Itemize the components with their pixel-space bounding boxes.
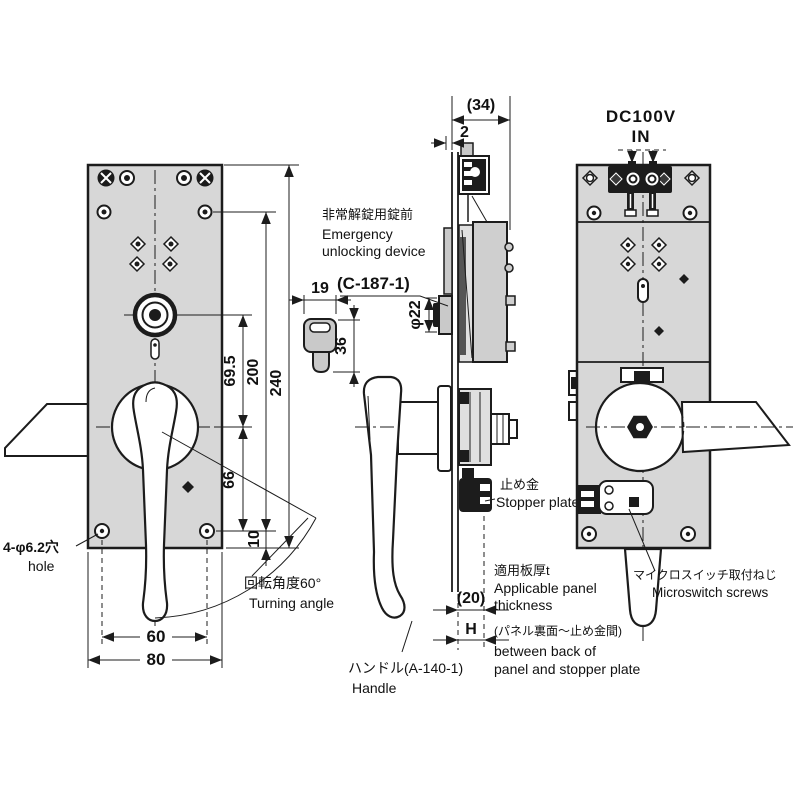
dim-20: (20)	[457, 590, 485, 607]
handle-grip-front	[132, 381, 178, 623]
between-jp: (パネル裏面〜止め金間)	[494, 623, 622, 638]
dim-phi22: φ22	[407, 300, 424, 329]
dim-H: H	[465, 621, 477, 638]
stop-pin	[182, 481, 194, 493]
back-view-callouts: DC100V IN マイクロスイッチ取付ねじ Microswitch screw…	[606, 107, 777, 600]
small-holes	[128, 235, 180, 273]
handle-neck-side	[397, 401, 439, 455]
stopper-en: Stopper plate	[496, 494, 579, 510]
keyhole-slot	[150, 338, 160, 360]
lock-cylinder-front	[132, 292, 178, 338]
microswitch-jp: マイクロスイッチ取付ねじ	[633, 568, 777, 582]
emergency-jp: 非常解錠用錠前	[322, 207, 413, 222]
dim-69-5: 69.5	[222, 355, 239, 386]
panel-thickness-en2: thickness	[494, 597, 552, 613]
dim-240: 240	[268, 370, 285, 397]
handle-grip-back	[623, 547, 663, 628]
dim-36: 36	[333, 337, 350, 355]
emergency-en1: Emergency	[322, 226, 393, 242]
turning-angle-en: Turning angle	[249, 595, 334, 611]
dim-19: 19	[311, 280, 329, 297]
panel-thickness-jp: 適用板厚t	[494, 563, 550, 578]
key-icon	[303, 318, 337, 374]
dim-200: 200	[245, 359, 262, 386]
front-flange-side	[437, 385, 452, 472]
side-view-dimensions: (34) 2 非常解錠用錠前 Emergency unlocking devic…	[289, 96, 641, 696]
stopper-plate-side	[459, 468, 492, 512]
rear-unit-box	[472, 221, 508, 363]
dim-2: 2	[460, 124, 469, 141]
side-view	[355, 142, 518, 619]
turning-angle-jp: 回転角度60°	[244, 575, 321, 591]
handle-callout-jp: ハンドル(A-140-1)	[348, 660, 463, 676]
hole-callout-jp: 4-φ6.2穴	[3, 539, 59, 555]
emergency-en2: unlocking device	[322, 243, 426, 259]
mounting-screws-top	[97, 169, 214, 187]
emergency-code: (C-187-1)	[337, 274, 410, 293]
power-label: DC100V	[606, 107, 676, 126]
front-view-dimensions: 69.5 66 200 10 240 60 80 4-φ6.2穴 hole	[3, 164, 334, 669]
handle-callout-en: Handle	[352, 680, 397, 696]
microswitch	[577, 480, 654, 515]
dim-66: 66	[221, 471, 238, 489]
dim-60: 60	[147, 627, 166, 646]
between-en2: panel and stopper plate	[494, 661, 641, 677]
back-small-holes	[619, 236, 689, 336]
handle-side	[362, 375, 406, 619]
hole-callout-en: hole	[28, 558, 55, 574]
emergency-cylinder-side	[438, 295, 453, 335]
stopper-jp: 止め金	[500, 477, 539, 492]
power-in-label: IN	[632, 127, 651, 146]
between-en1: between back of	[494, 643, 596, 659]
panel-thickness-en1: Applicable panel	[494, 580, 597, 596]
dim-34: (34)	[467, 97, 495, 114]
microswitch-en: Microswitch screws	[652, 585, 769, 600]
dim-10: 10	[246, 530, 263, 548]
dim-80: 80	[147, 650, 166, 669]
back-view	[568, 152, 793, 643]
front-view	[4, 163, 224, 628]
terminal-block	[608, 161, 672, 217]
latch-tongue-front	[4, 403, 89, 457]
